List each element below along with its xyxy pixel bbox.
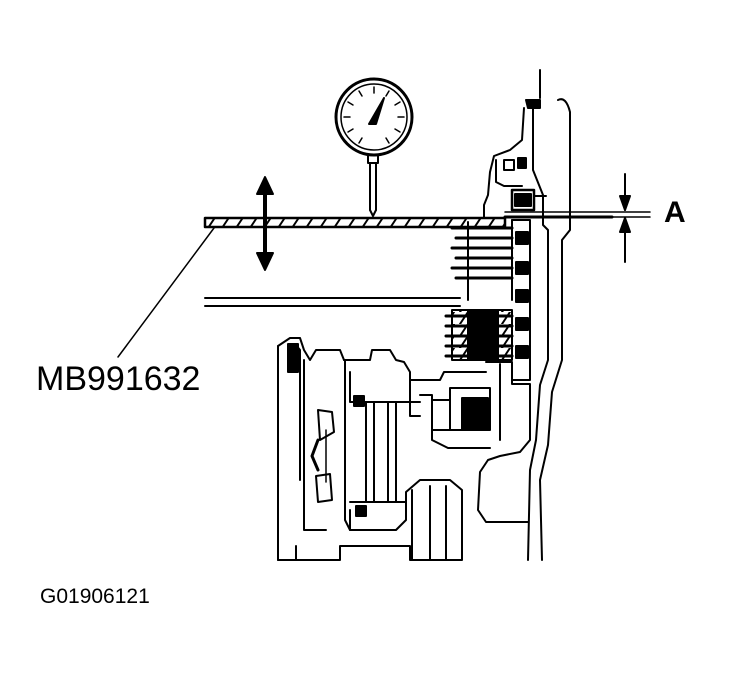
housing — [483, 69, 571, 561]
dial-indicator-icon — [334, 77, 414, 217]
dimension-a-arrows — [611, 173, 651, 263]
tool-number-label: MB991632 — [36, 360, 201, 398]
clutch-pack-upper — [450, 219, 514, 301]
piston-assembly — [409, 361, 531, 523]
double-arrow-icon — [256, 176, 274, 271]
spline-teeth — [511, 219, 531, 381]
dimension-a-label: A — [664, 196, 686, 229]
bearing-housing — [277, 337, 463, 561]
measuring-bar — [203, 211, 651, 229]
shaft — [204, 297, 461, 307]
figure-id-label: G01906121 — [40, 585, 150, 608]
clutch-pack-lower — [444, 309, 514, 361]
leader-line — [117, 227, 215, 358]
